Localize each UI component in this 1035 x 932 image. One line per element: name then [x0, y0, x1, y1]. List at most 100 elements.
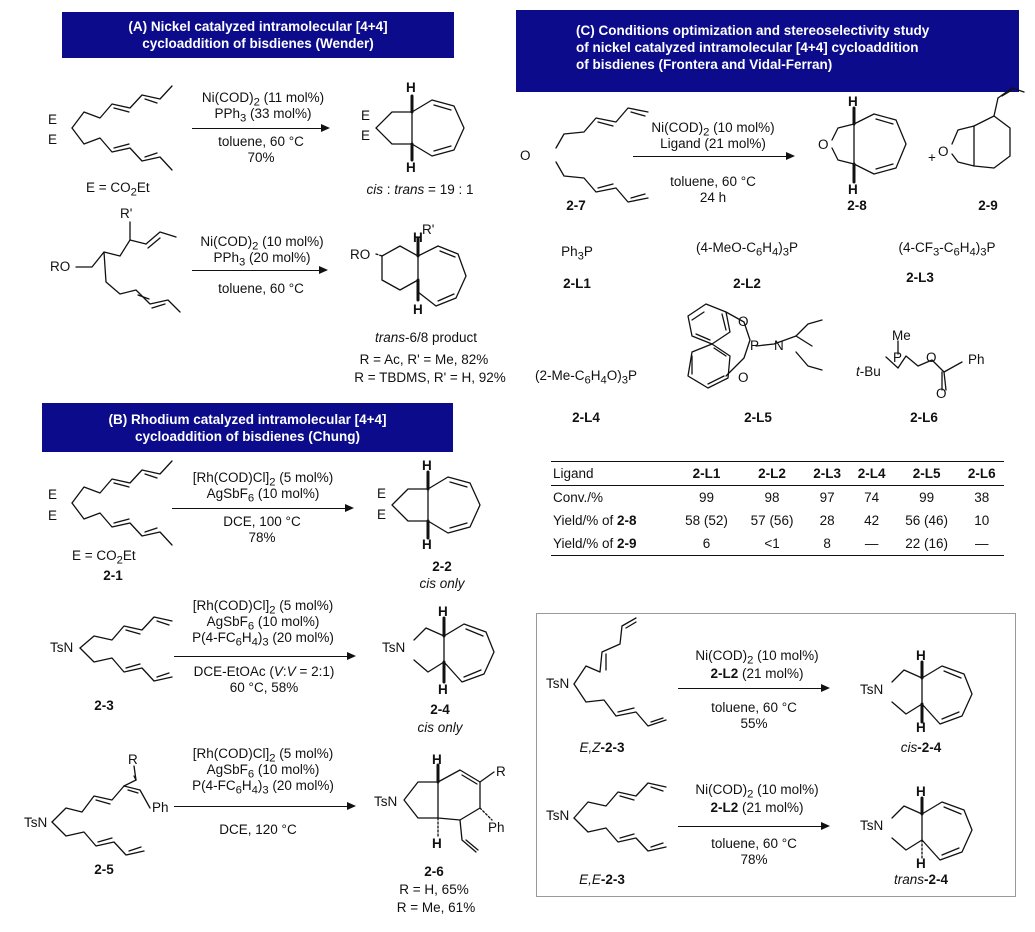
table-header-l6: 2-L6	[967, 466, 996, 481]
panel-b-title-line2: cycloaddition of bisdienes (Chung)	[134, 429, 360, 444]
a1-product-e-upper: E	[361, 108, 371, 123]
c3-reaction-arrow	[678, 822, 830, 830]
l3-h: H	[959, 240, 970, 255]
b2-additive-tail: (10 mol%)	[254, 614, 320, 629]
l6-tbu-t: t	[856, 364, 860, 379]
c1-product-label: 2-8	[847, 198, 867, 213]
c2-prod-cis: cis	[900, 740, 918, 755]
panel-c-title-line3: of bisdienes (Frontera and Vidal-Ferran)	[576, 57, 833, 72]
b1-substrate-structure	[71, 460, 173, 546]
ligand-l1-label: 2-L1	[563, 276, 591, 291]
row-label-text: Conv./%	[553, 490, 604, 505]
l4-paren: O)	[606, 368, 622, 383]
table-header-l2: 2-L2	[758, 466, 786, 481]
b3-conditions-above-1: [Rh(COD)Cl]2 (5 mol%)	[193, 746, 334, 767]
a2-product-h-bottom: H	[413, 302, 423, 317]
a2-conditions-above-2: PPh3 (20 mol%)	[213, 250, 310, 271]
b3-product-h-top: H	[432, 752, 442, 767]
b3-additive-sub: 6	[247, 768, 255, 781]
c1-product-h-bottom: H	[848, 182, 858, 197]
c1-cat-sub: 2	[703, 126, 710, 139]
a1-cat-tail: (11 mol%)	[259, 90, 325, 105]
c2-substrate-label: E,Z-2-3	[579, 740, 624, 756]
b1-e-def-tail: Et	[122, 548, 136, 563]
ligand-l1-formula: Ph3P	[561, 244, 593, 265]
l2-sub2: 4	[771, 246, 779, 259]
c3-product-structure	[891, 796, 973, 861]
c1-substrate-label: 2-7	[566, 198, 586, 213]
b2-note: cis only	[417, 720, 463, 735]
b1-cat-tail: (5 mol%)	[275, 470, 334, 485]
a1-ligand-sub: 3	[240, 112, 247, 125]
b1-additive-tail: (10 mol%)	[254, 486, 320, 501]
l6-o-ester: O	[926, 350, 937, 365]
a2-result-1: R = Ac, R' = Me, 82%	[359, 352, 489, 367]
b3-product-ph: Ph	[488, 820, 505, 835]
a2-cat-tail: (10 mol%)	[258, 234, 324, 249]
table-cell: 97	[819, 490, 835, 505]
b3-ligand-a: P(4-FC	[192, 778, 236, 793]
l3-sub3: 3	[980, 246, 987, 259]
b1-conditions-above-1: [Rh(COD)Cl]2 (5 mol%)	[193, 470, 334, 491]
c1-cat: Ni(COD)	[651, 120, 704, 135]
table-row-label: Yield/% of 2-8	[551, 509, 674, 532]
l2-p: P	[789, 240, 799, 255]
b2-substrate-label: 2-3	[94, 698, 114, 713]
table-cell: 58 (52)	[685, 513, 728, 528]
b3-cat: [Rh(COD)Cl]	[192, 746, 270, 761]
b2-conditions-above-2: AgSbF6 (10 mol%)	[207, 614, 320, 635]
l1-sub: 3	[577, 250, 584, 263]
b3-product-tsn: TsN	[374, 794, 398, 809]
a1-ratio-trans: trans	[394, 182, 425, 197]
c1-conditions-below-1: toluene, 60 °C	[670, 174, 756, 189]
c1-substrate-structure	[555, 107, 649, 203]
l6-ph: Ph	[968, 352, 985, 367]
b3-reaction-arrow	[174, 802, 356, 810]
c2-product-label: cis-2-4	[901, 740, 942, 756]
l2-sub3: 3	[782, 246, 790, 259]
c2-cat-sub: 2	[747, 654, 754, 667]
c3-substrate-label: E,E-2-3	[579, 872, 625, 888]
b3-ligand-d: (20 mol%)	[268, 778, 334, 793]
b2-tsn-label: TsN	[50, 640, 74, 655]
b3-product-r: R	[496, 764, 506, 779]
b3-tsn-label: TsN	[24, 815, 48, 830]
b1-conditions-below-2: 78%	[248, 530, 276, 545]
b2-ligand-c: )	[257, 630, 263, 645]
a1-product-e-lower: E	[361, 128, 371, 143]
c3-sm-num: -2-3	[600, 872, 625, 887]
a2-product-ro: RO	[350, 247, 371, 262]
b2-ligand-d: (20 mol%)	[268, 630, 334, 645]
b2-conditions-above-1: [Rh(COD)Cl]2 (5 mol%)	[193, 598, 334, 619]
c2-product-tsn: TsN	[860, 682, 884, 697]
b3-product-label: 2-6	[424, 864, 444, 879]
c2-product-structure	[891, 660, 973, 725]
l2-h: H	[762, 240, 772, 255]
a1-cat-sub: 2	[253, 96, 260, 109]
b3-ligand-c: )	[257, 778, 263, 793]
b3-ligand-sub3: 3	[262, 784, 269, 797]
b3-substrate-label: 2-5	[94, 862, 114, 877]
a1-product-structure	[375, 94, 465, 162]
table-header-l1: 2-L1	[692, 466, 721, 481]
b2-ligand-a: P(4-FC	[192, 630, 236, 645]
a1-cat: Ni(COD)	[201, 90, 254, 105]
table-header-l5: 2-L5	[912, 466, 941, 481]
b3-substrate-structure	[51, 765, 151, 856]
b3-r-label: R	[128, 752, 138, 767]
b1-conditions-above-2: AgSbF6 (10 mol%)	[207, 486, 320, 507]
a2-product-label-text: -6/8 product	[404, 330, 478, 345]
c1-plus-sign: +	[928, 150, 936, 165]
c2-conditions-below-1: toluene, 60 °C	[711, 700, 797, 715]
a1-e-definition: E = CO2Et	[86, 180, 150, 201]
l3-paren: )	[975, 240, 981, 255]
a2-ligand: PPh	[213, 250, 239, 265]
b3-product-h-bottom: H	[432, 836, 442, 851]
c3-ligand-amount: (21 mol%)	[738, 800, 804, 815]
b1-e-def-text: E = CO	[72, 548, 117, 563]
b2-ligand-sub3: 3	[262, 636, 269, 649]
a2-rprime-label: R'	[120, 206, 133, 221]
ligand-l3-label: 2-L3	[906, 270, 934, 285]
b3-ligand-b: H	[241, 778, 252, 793]
l5-p-atom: P	[750, 338, 760, 353]
